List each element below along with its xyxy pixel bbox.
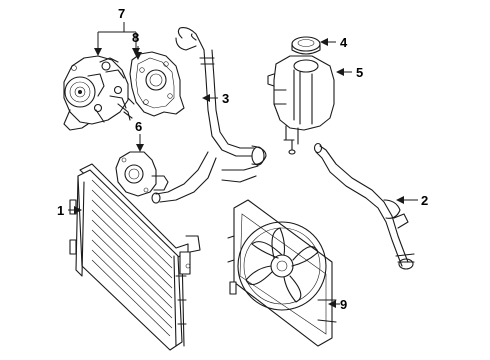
callout-label-1: 1	[57, 203, 64, 218]
fan-shroud[interactable]	[227, 199, 337, 347]
callout-1: 1	[57, 203, 82, 218]
thermostat-housing[interactable]	[115, 151, 169, 197]
callout-8: 8	[132, 30, 142, 60]
callout-2: 2	[396, 193, 428, 208]
radiator[interactable]	[69, 163, 201, 351]
callout-label-5: 5	[356, 65, 363, 80]
water-pump[interactable]	[63, 55, 131, 131]
callout-9: 9	[328, 297, 347, 312]
callout-label-3: 3	[222, 91, 229, 106]
callout-label-8: 8	[132, 30, 139, 45]
callout-3: 3	[202, 91, 229, 106]
coolant-reservoir[interactable]	[267, 55, 335, 155]
lower-radiator-hose[interactable]	[313, 142, 415, 270]
gasket[interactable]	[123, 51, 185, 119]
callout-label-6: 6	[135, 119, 142, 134]
callout-4: 4	[320, 35, 348, 50]
callout-label-4: 4	[340, 35, 348, 50]
callout-label-7: 7	[118, 6, 125, 21]
callout-6: 6	[135, 119, 144, 152]
callout-label-9: 9	[340, 297, 347, 312]
callout-label-2: 2	[421, 193, 428, 208]
upper-radiator-hose[interactable]	[151, 27, 267, 204]
reservoir-cap[interactable]	[291, 36, 321, 55]
callout-5: 5	[336, 65, 363, 80]
